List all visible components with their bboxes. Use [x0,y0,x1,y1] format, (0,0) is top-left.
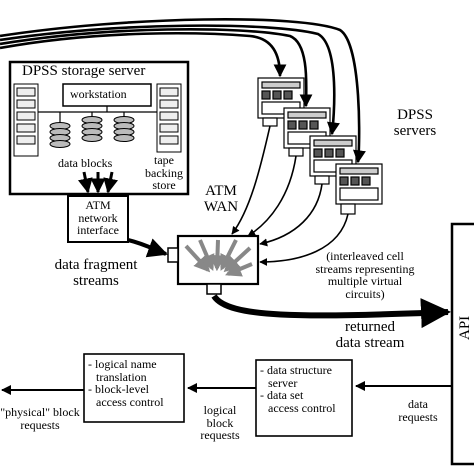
data-structure-box-text: - data structure server - data set acces… [260,364,336,414]
returned-stream-label: returned data stream [322,319,418,352]
dpss-servers-label: DPSS servers [380,107,450,140]
switch-port-left [167,247,179,263]
logical-item1-line1: - logical name [88,357,157,371]
data-requests-line1: data [408,397,428,411]
dpss-server-unit-4 [335,163,383,205]
interface-to-switch-arrow [127,238,168,258]
atm-interface-line3: interface [77,223,119,238]
data-structure-box [255,359,353,437]
data-block-arrows [77,171,119,194]
logical-block-requests-label: logical block requests [192,404,248,442]
switch-port-bottom [206,283,222,295]
storage-server-title: DPSS storage server [22,63,146,79]
dpss-server-unit-1 [257,77,305,119]
returned-stream-line2: data stream [335,334,405,351]
interleaved-note: (interleaved cell streams representing m… [300,250,430,300]
logical-item1-line2: translation [96,369,147,384]
data-fragment-label: data fragment streams [36,257,156,290]
atm-interface-label: ATM network interface [68,199,128,237]
dpss-server-units [257,77,383,205]
returned-stream-arrow [211,294,451,329]
atm-interface-box [67,195,129,243]
dpss-server-stubs [262,117,356,215]
tape-label-line1: tape [154,153,174,167]
left-rack-icon [13,83,39,157]
data-fragment-line2: streams [73,272,119,289]
data-requests-line2: requests [398,409,438,424]
switch-converging-arrows [184,239,253,277]
physical-block-line1: "physical" block [0,405,80,419]
dpss-servers-line2: servers [393,122,437,139]
atm-wan-line2: WAN [203,198,239,215]
bottom-request-arrows [1,381,452,395]
interleaved-line3: multiple virtual [327,274,403,289]
logical-name-box [83,353,185,423]
returned-stream-line1: returned [345,319,395,335]
data-structure-item1-line1: - data structure [260,363,332,377]
tape-rack-icon [156,83,182,153]
logical-item2-line2: access control [96,394,164,409]
top-request-arrows [0,18,366,164]
logical-block-line2: block [206,415,234,430]
physical-block-line2: requests [20,417,60,432]
atm-wan-label: ATM WAN [196,183,246,216]
interleaved-line1: (interleaved cell [326,249,404,263]
logical-item2-line1: - block-level [88,382,149,397]
atm-interface-line1: ATM [85,198,111,212]
data-structure-item2-line2: access control [268,400,336,415]
api-box [450,222,474,466]
data-blocks-label: data blocks [58,156,113,170]
tape-backing-store-label: tape backing store [144,154,184,192]
atm-interface-line2: network [78,210,118,225]
interleaved-line4: circuits) [345,286,385,301]
tape-label-line3: store [152,178,176,193]
data-fragment-line1: data fragment [54,257,138,273]
disk-stack-icons [49,116,135,148]
logical-block-line3: requests [200,428,240,443]
tape-label-line2: backing [145,165,183,180]
server-to-switch-arrows [231,125,349,266]
logical-block-line1: logical [203,403,237,417]
interleaved-line2: streams representing [315,261,415,276]
logical-name-box-text: - logical name translation - block-level… [88,358,164,408]
data-structure-item1-line2: server [268,375,298,390]
dpss-servers-line1: DPSS [397,107,433,123]
physical-block-requests-label: "physical" block requests [0,406,80,431]
atm-wan-line1: ATM [205,183,237,199]
data-structure-item2-line1: - data set [260,388,304,403]
data-requests-label: data requests [388,398,448,423]
api-label: API [457,315,473,340]
workstation-label: workstation [70,87,127,101]
